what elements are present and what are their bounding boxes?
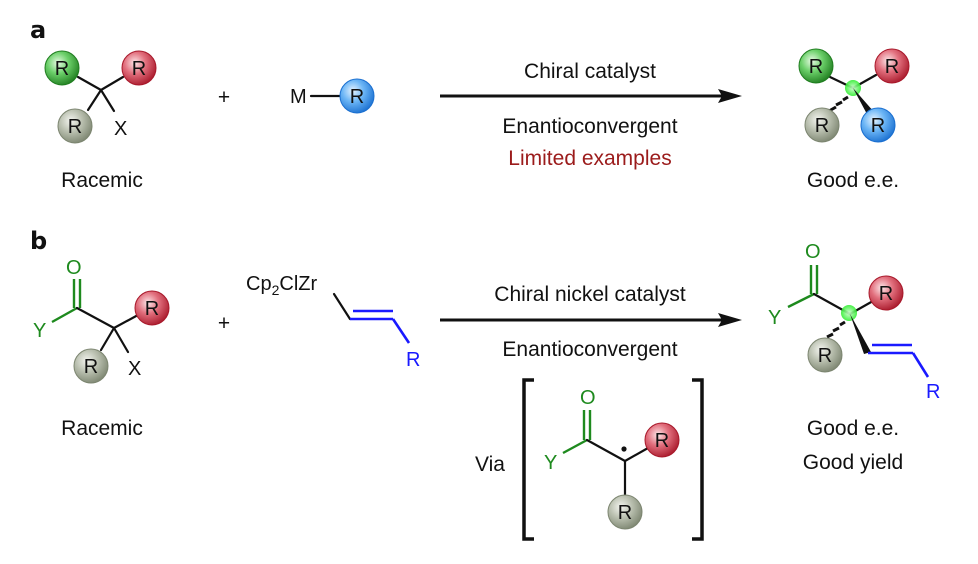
panel-a-limited-examples-note: Limited examples xyxy=(508,147,671,170)
panel-b-product: O Y R R R xyxy=(768,241,940,403)
bond xyxy=(99,326,116,352)
panel-b-plus-sign: + xyxy=(218,312,230,335)
svg-text:R: R xyxy=(618,502,632,524)
panel-b-condition-label: Enantioconvergent xyxy=(502,338,677,361)
gray-r-group: R xyxy=(73,348,109,384)
alkenylzirconium-reagent: Cp2ClZr R xyxy=(246,273,420,371)
blue-r-group: R xyxy=(860,107,896,143)
via-label: Via xyxy=(475,453,505,476)
panel-a-good-ee-caption: Good e.e. xyxy=(807,169,899,192)
svg-text:R: R xyxy=(68,116,82,138)
carbonyl-oxygen: O xyxy=(805,241,821,263)
panel-a-reaction-arrow xyxy=(440,89,742,103)
bond xyxy=(787,292,815,309)
organometallic-reagent: M R xyxy=(290,78,375,114)
y-group: Y xyxy=(544,452,557,474)
carbonyl-oxygen: O xyxy=(580,387,596,409)
leaving-group-x: X xyxy=(114,118,127,140)
gray-r-group: R xyxy=(57,108,93,144)
bond xyxy=(391,318,411,344)
red-r-group: R xyxy=(874,48,910,84)
bond xyxy=(76,75,103,92)
right-bracket xyxy=(692,378,704,541)
carbonyl-oxygen: O xyxy=(66,257,82,279)
bond xyxy=(99,75,125,92)
svg-text:R: R xyxy=(818,345,832,367)
red-r-group: R xyxy=(868,275,904,311)
blue-r-group: R xyxy=(339,78,375,114)
svg-text:R: R xyxy=(84,356,98,378)
bond xyxy=(332,292,352,321)
panel-b-reaction-arrow xyxy=(440,313,742,327)
radical-intermediate: O Y R R xyxy=(522,378,704,541)
bond xyxy=(112,313,140,330)
bond xyxy=(86,88,103,112)
svg-text:R: R xyxy=(55,58,69,80)
alkene-r-group: R xyxy=(926,381,940,403)
svg-text:R: R xyxy=(655,430,669,452)
panel-b-label: b xyxy=(30,227,47,255)
bond xyxy=(112,326,130,354)
svg-text:R: R xyxy=(879,283,893,305)
green-r-group: R xyxy=(798,48,834,84)
svg-text:R: R xyxy=(145,298,159,320)
red-r-group: R xyxy=(644,422,680,458)
panel-a-product: R R R R xyxy=(798,48,910,143)
panel-b-good-yield-caption: Good yield xyxy=(803,451,903,474)
panel-a-racemic-substrate: R R R X xyxy=(44,50,157,144)
wedge-bond xyxy=(850,314,871,354)
y-group: Y xyxy=(33,320,46,342)
svg-text:R: R xyxy=(815,115,829,137)
panel-a-label: a xyxy=(30,16,46,44)
y-group: Y xyxy=(768,307,781,329)
panel-b-racemic-caption: Racemic xyxy=(61,417,143,440)
panel-a-plus-sign: + xyxy=(218,86,230,109)
svg-text:R: R xyxy=(885,56,899,78)
bond xyxy=(562,438,588,455)
panel-b-racemic-substrate: O Y R R X xyxy=(33,257,170,384)
bond xyxy=(623,446,650,463)
gray-r-group: R xyxy=(807,337,843,373)
bond xyxy=(585,438,627,463)
bond xyxy=(911,352,930,378)
gray-r-group: R xyxy=(607,494,643,530)
radical-dot xyxy=(621,446,627,452)
alkene-r-group: R xyxy=(406,349,420,371)
green-r-group: R xyxy=(44,50,80,86)
metal-m: M xyxy=(290,86,307,108)
hashed-bond xyxy=(828,95,849,113)
panel-a-catalyst-label: Chiral catalyst xyxy=(524,60,656,83)
stereocenter-marker xyxy=(841,305,857,321)
panel-a-racemic-caption: Racemic xyxy=(61,169,143,192)
svg-text:R: R xyxy=(350,86,364,108)
svg-text:R: R xyxy=(132,58,146,80)
zirconocene-label: Cp2ClZr xyxy=(246,273,317,298)
panel-a-condition-label: Enantioconvergent xyxy=(502,115,677,138)
leaving-group-x: X xyxy=(128,358,141,380)
panel-b-good-ee-caption: Good e.e. xyxy=(807,417,899,440)
svg-text:R: R xyxy=(871,115,885,137)
bond xyxy=(99,88,116,113)
red-r-group: R xyxy=(121,50,157,86)
left-bracket xyxy=(522,378,534,541)
svg-text:R: R xyxy=(809,56,823,78)
panel-b-catalyst-label: Chiral nickel catalyst xyxy=(494,283,686,306)
wedge-bond xyxy=(853,88,874,116)
bond xyxy=(51,306,78,324)
bond xyxy=(75,306,116,330)
hashed-bond xyxy=(826,320,846,339)
red-r-group: R xyxy=(134,290,170,326)
gray-r-group: R xyxy=(804,107,840,143)
